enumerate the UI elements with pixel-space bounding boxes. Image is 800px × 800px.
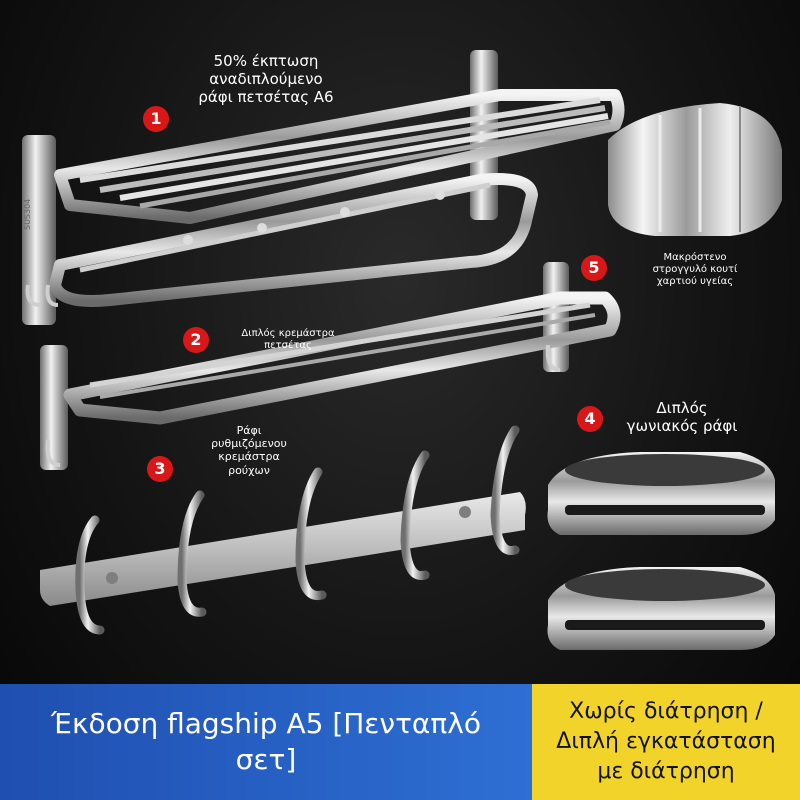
double-towel-rack <box>40 262 621 470</box>
item-number-badge-4: 4 <box>577 406 603 432</box>
material-stamp-1: SUS304 <box>23 199 32 230</box>
item-number-badge-3: 3 <box>147 456 173 482</box>
edition-banner: Έκδοση flagship A5 [Πενταπλό σετ] <box>0 684 532 800</box>
item-number-badge-2: 2 <box>183 327 209 353</box>
item-number-badge-5: 5 <box>581 255 607 281</box>
item-label-3: Ράφι ρυθμιζόμενου κρεμάστρα ρούχων <box>211 424 287 477</box>
corner-shelf-lower <box>547 567 775 650</box>
coat-hook-rail <box>40 425 526 635</box>
item-label-1: 50% έκπτωση αναδιπλούμενο ράφι πετσέτας … <box>198 52 334 106</box>
item-label-4: Διπλός γωνιακός ράφι <box>626 399 738 435</box>
folding-towel-rack <box>22 50 625 325</box>
corner-shelf-upper <box>547 452 775 535</box>
item-number-badge-1: 1 <box>143 106 169 132</box>
installation-banner: Χωρίς διάτρηση / Διπλή εγκατάσταση με δι… <box>532 684 800 800</box>
item-label-5: Μακρόστενο στρογγυλό κουτί χαρτιού υγεία… <box>652 252 738 287</box>
item-label-2: Διπλός κρεμάστρα πετσέτας <box>241 328 335 351</box>
toilet-paper-box <box>608 103 782 236</box>
product-illustration: SUS304 <box>22 50 782 650</box>
